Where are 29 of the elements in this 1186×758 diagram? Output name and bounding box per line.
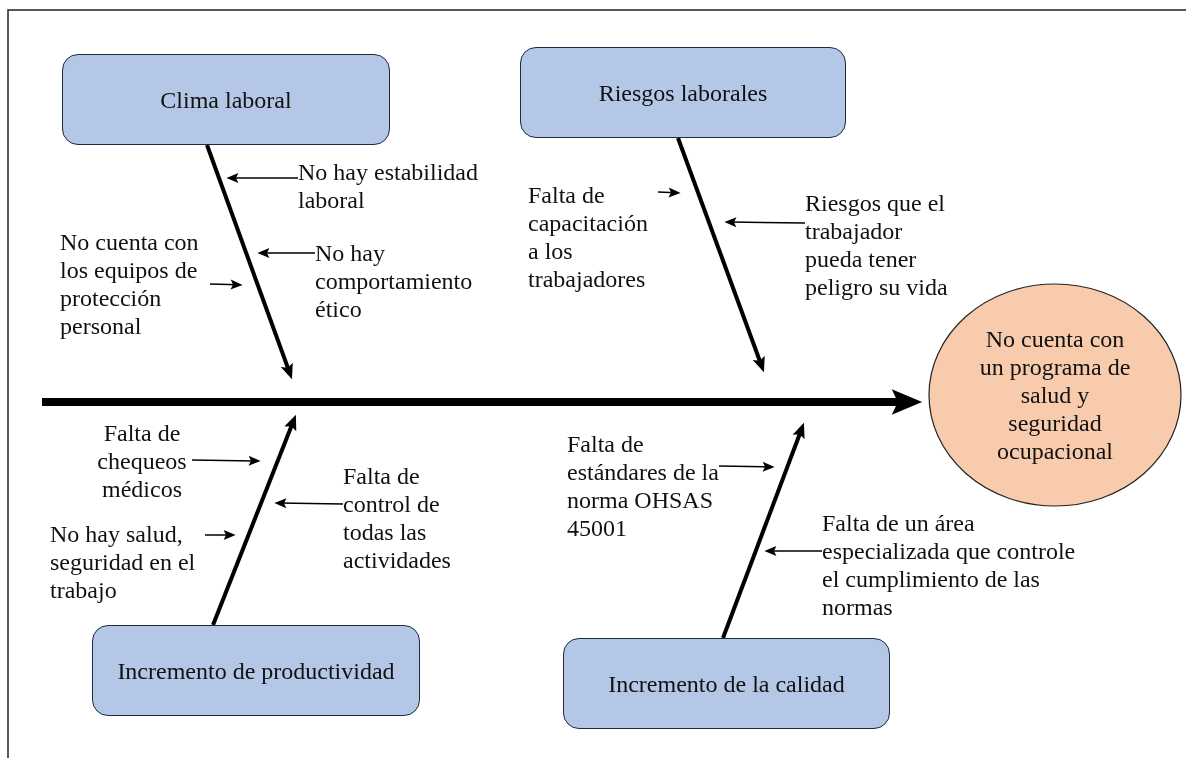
arrow — [657, 187, 681, 198]
cause-text: No cuenta con los equipos de protección personal — [60, 228, 200, 340]
cause-text: No hay salud, seguridad en el trabajo — [50, 520, 197, 604]
arrow — [209, 279, 243, 290]
category-box: Clima laboral — [62, 54, 390, 145]
cause-text: Falta de un área especializada que controle el cumplimiento de las normas — [822, 509, 1077, 621]
bone-arrow — [205, 144, 293, 380]
arrow — [257, 248, 316, 258]
effect-text: No cuenta con un programa de salud y seguridad ocupacional — [978, 325, 1132, 465]
arrow — [204, 530, 236, 540]
bone-arrow — [721, 422, 805, 639]
cause-text: No hay comportamiento ético — [315, 239, 474, 323]
bone-arrow — [676, 137, 765, 373]
category-box: Incremento de productividad — [92, 625, 420, 716]
cause-text: Falta de control de todas las actividades — [343, 462, 452, 574]
arrow — [764, 546, 823, 556]
arrow — [226, 173, 299, 183]
arrow — [274, 498, 344, 509]
bone-arrow — [211, 414, 297, 626]
arrow — [191, 455, 261, 466]
category-box: Incremento de la calidad — [563, 638, 890, 729]
category-box: Riesgos laborales — [520, 47, 846, 138]
arrow — [724, 217, 806, 228]
cause-text: Riesgos que el trabajador pueda tener peligro su vida — [805, 189, 949, 301]
cause-text: Falta de capacitación a los trabajadores — [528, 181, 649, 293]
arrow — [718, 461, 775, 472]
cause-text: Falta de estándares de la norma OHSAS 45001 — [567, 430, 719, 542]
cause-text: No hay estabilidad laboral — [298, 158, 479, 214]
cause-text: Falta de chequeos médicos — [96, 419, 188, 503]
